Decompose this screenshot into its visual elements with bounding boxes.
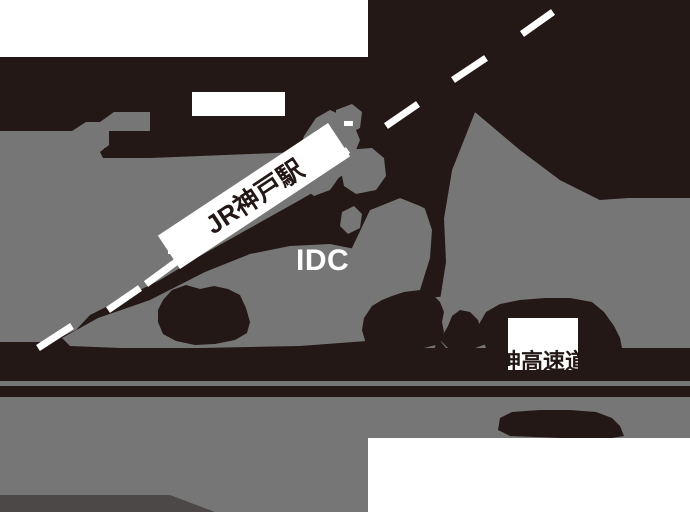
expressway-band-median (0, 381, 690, 387)
gray-area-center (350, 198, 432, 318)
dark-blob-mideast-a (362, 290, 444, 350)
expressway-label-text: 神高速道 (508, 349, 578, 371)
expressway-band-lower-dark (0, 386, 690, 397)
facility-label-idc: IDC (296, 244, 350, 277)
gray-islet-north (340, 148, 386, 194)
gray-wedge-bottom-left (0, 495, 215, 512)
dark-notch-a (434, 338, 446, 350)
expressway-band-upper-dark (0, 374, 690, 382)
white-top-left-margin (0, 0, 368, 57)
white-bottom-right-margin (368, 438, 690, 512)
dark-blob-south-right (498, 410, 624, 438)
dark-road-sliver-west (104, 142, 352, 158)
dark-upper-right (360, 0, 690, 218)
gray-patch-small-left (336, 104, 362, 134)
blank-callout-box (192, 92, 285, 116)
gray-area-west-notch (100, 112, 150, 131)
expressway-label-box: 神高速道 (508, 318, 578, 370)
gray-islet-midleft (340, 206, 362, 234)
dark-blob-mideast-b (440, 310, 486, 350)
dark-blob-center-left (158, 285, 250, 345)
